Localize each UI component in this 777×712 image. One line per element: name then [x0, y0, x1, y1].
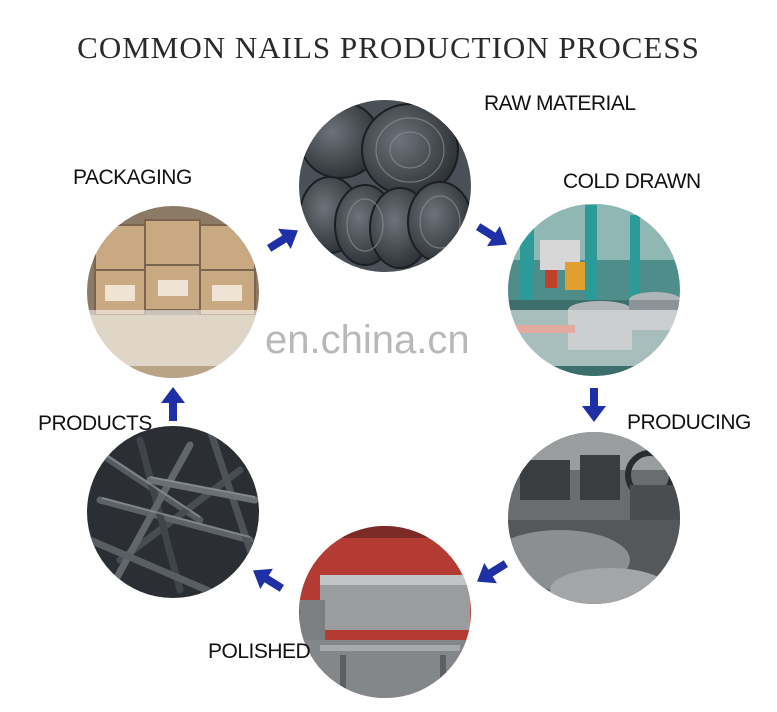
watermark-band	[85, 310, 685, 366]
label-products: PRODUCTS	[38, 412, 152, 435]
arrow-packaging-to-raw-material	[267, 228, 298, 252]
page-title: COMMON NAILS PRODUCTION PROCESS	[77, 30, 700, 65]
arrow-raw-material-to-cold-drawn	[476, 223, 507, 247]
label-polished: POLISHED	[208, 640, 311, 663]
arrow-producing-to-polished	[477, 560, 508, 584]
products-image	[87, 426, 259, 598]
arrow-cold-drawn-to-producing	[582, 388, 606, 422]
arrow-products-to-packaging	[161, 387, 185, 421]
arrow-polished-to-products	[253, 568, 284, 592]
raw-material-image	[299, 100, 471, 272]
label-producing: PRODUCING	[627, 411, 751, 434]
producing-image	[508, 432, 680, 604]
label-cold-drawn: COLD DRAWN	[563, 170, 701, 193]
polished-image	[299, 526, 471, 698]
label-raw-material: RAW MATERIAL	[484, 92, 636, 115]
watermark: en.china.cn	[265, 318, 470, 362]
label-packaging: PACKAGING	[73, 166, 192, 189]
